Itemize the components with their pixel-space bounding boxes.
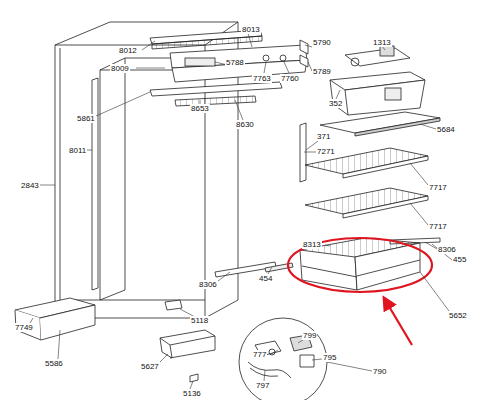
side-rail	[300, 123, 306, 182]
callout-number: 790	[372, 367, 387, 376]
callout-number: 5118	[190, 316, 209, 325]
callout-number: 7749	[14, 323, 34, 332]
highlight-ellipse	[288, 238, 432, 292]
detail-circle	[239, 318, 327, 400]
callout-number: 795	[322, 353, 337, 362]
highlight-arrow	[384, 298, 412, 345]
callout-number: 799	[302, 331, 317, 340]
callout-number: 455	[452, 255, 467, 264]
callout-number: 352	[328, 99, 343, 108]
callout-number: 7717	[428, 183, 448, 192]
clip	[190, 374, 198, 382]
callout-number: 8306	[198, 280, 218, 289]
callout-number: 5652	[448, 311, 468, 320]
drip-tray	[160, 330, 215, 345]
callout-number: 8013	[241, 25, 261, 34]
callout-number: 7717	[428, 222, 448, 231]
door-strip	[92, 78, 98, 290]
callout-number: 2843	[20, 181, 40, 190]
fan-assembly	[345, 46, 410, 66]
callout-number: 454	[258, 274, 273, 283]
callout-number: 5790	[312, 38, 332, 47]
callout-number: 797	[255, 381, 270, 390]
callout-number: 5789	[312, 67, 332, 76]
glass-shelf-edge	[355, 118, 440, 136]
door-bin	[330, 72, 425, 115]
callout-number: 371	[316, 132, 331, 141]
callout-number: 5586	[44, 359, 64, 368]
callout-number: 7760	[280, 74, 300, 83]
wire-shelf-front	[343, 196, 428, 218]
callout-number: 8630	[235, 120, 255, 129]
callout-number: 8011	[68, 146, 87, 155]
bracket	[165, 300, 182, 310]
callout-number: 7763	[252, 74, 272, 83]
top-panel	[150, 30, 308, 106]
callout-number: 5861	[76, 114, 96, 123]
base-cover	[40, 305, 95, 340]
callout-number: 777	[252, 350, 267, 359]
callout-number: 8012	[118, 46, 138, 55]
drip-tray	[160, 336, 215, 358]
callout-number: 7271	[316, 147, 336, 156]
callout-number: 5788	[225, 58, 245, 67]
wire-shelf-front	[343, 156, 428, 178]
callout-number: 5684	[436, 125, 456, 134]
callout-number: 5136	[182, 389, 202, 398]
callout-number: 8653	[190, 104, 210, 113]
crisper-drawer	[300, 238, 420, 290]
base-cover	[15, 310, 41, 340]
callout-number: 8009	[110, 64, 130, 73]
callout-number: 8313	[302, 240, 322, 249]
callout-number: 1313	[372, 38, 392, 47]
callout-number: 8306	[437, 245, 457, 254]
callout-number: 5627	[140, 362, 160, 371]
leader-lines	[29, 33, 452, 389]
